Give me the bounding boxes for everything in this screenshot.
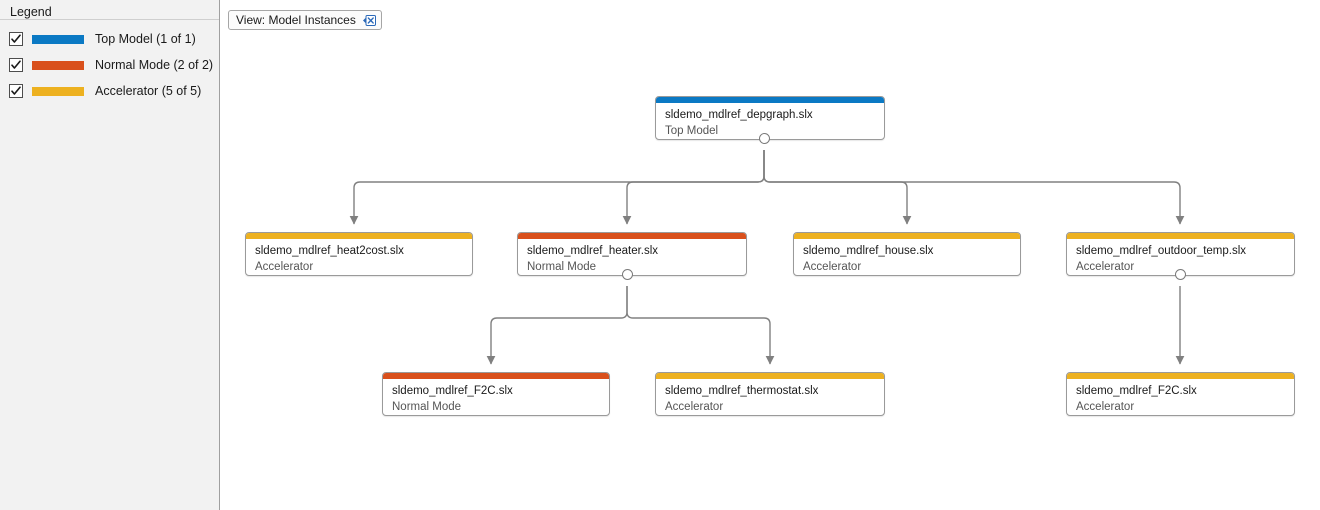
node-port-heater[interactable] (621, 269, 633, 280)
node-color-bar-accelerator (1067, 373, 1294, 379)
legend-item-normal-mode[interactable]: Normal Mode (2 of 2) (0, 52, 219, 78)
model-node-thermostat[interactable]: sldemo_mdlref_thermostat.slx Accelerator (655, 372, 885, 416)
node-port-depgraph[interactable] (758, 133, 770, 144)
checkbox-checked-icon[interactable] (9, 58, 23, 72)
node-mode: Accelerator (665, 401, 724, 413)
legend-swatch-accelerator (32, 86, 84, 96)
node-body: sldemo_mdlref_thermostat.slx Accelerator (656, 379, 884, 415)
node-name: sldemo_mdlref_heater.slx (527, 245, 659, 257)
node-body: sldemo_mdlref_F2C.slx Normal Mode (383, 379, 609, 415)
graph-canvas[interactable]: View: Model Instances (220, 0, 1320, 510)
legend-panel: Legend Top Model (1 of 1) Normal Mode (2… (0, 0, 220, 510)
node-name: sldemo_mdlref_F2C.slx (392, 385, 513, 397)
legend-list: Top Model (1 of 1) Normal Mode (2 of 2) … (0, 20, 219, 104)
node-color-bar-normal-mode (518, 233, 746, 239)
node-name: sldemo_mdlref_F2C.slx (1076, 385, 1197, 397)
legend-label-accelerator: Accelerator (5 of 5) (95, 84, 202, 98)
node-color-bar-accelerator (246, 233, 472, 239)
edge-heater-f2c (486, 286, 628, 365)
node-mode: Normal Mode (392, 401, 462, 413)
node-name: sldemo_mdlref_thermostat.slx (665, 385, 819, 397)
node-mode: Accelerator (803, 261, 862, 273)
node-color-bar-accelerator (794, 233, 1020, 239)
model-node-outdoor-temp[interactable]: sldemo_mdlref_outdoor_temp.slx Accelerat… (1066, 232, 1295, 276)
node-mode: Accelerator (255, 261, 314, 273)
close-icon[interactable] (362, 14, 376, 27)
node-body: sldemo_mdlref_depgraph.slx Top Model (656, 103, 884, 139)
node-port-outdoor-temp[interactable] (1174, 269, 1186, 280)
legend-item-top-model[interactable]: Top Model (1 of 1) (0, 26, 219, 52)
legend-title: Legend (0, 0, 219, 20)
node-body: sldemo_mdlref_house.slx Accelerator (794, 239, 1020, 275)
view-filter-chip-label: View: Model Instances (236, 13, 356, 27)
node-mode: Accelerator (1076, 261, 1135, 273)
node-body: sldemo_mdlref_heat2cost.slx Accelerator (246, 239, 472, 275)
node-body: sldemo_mdlref_outdoor_temp.slx Accelerat… (1067, 239, 1294, 275)
node-name: sldemo_mdlref_outdoor_temp.slx (1076, 245, 1247, 257)
model-node-heater[interactable]: sldemo_mdlref_heater.slx Normal Mode (517, 232, 747, 276)
node-name: sldemo_mdlref_depgraph.slx (665, 109, 813, 121)
node-name: sldemo_mdlref_heat2cost.slx (255, 245, 404, 257)
view-filter-chip[interactable]: View: Model Instances (228, 10, 382, 30)
model-node-f2c-accelerator[interactable]: sldemo_mdlref_F2C.slx Accelerator (1066, 372, 1295, 416)
legend-swatch-top-model (32, 34, 84, 44)
edge-depgraph-house (763, 150, 912, 225)
node-color-bar-top-model (656, 97, 884, 103)
legend-swatch-normal-mode (32, 60, 84, 70)
checkbox-checked-icon[interactable] (9, 32, 23, 46)
node-body: sldemo_mdlref_heater.slx Normal Mode (518, 239, 746, 275)
edge-depgraph-heater (622, 150, 765, 225)
edge-depgraph-heat2cost (349, 150, 765, 225)
node-mode: Top Model (665, 125, 719, 137)
node-body: sldemo_mdlref_F2C.slx Accelerator (1067, 379, 1294, 415)
node-mode: Accelerator (1076, 401, 1135, 413)
model-node-heat2cost[interactable]: sldemo_mdlref_heat2cost.slx Accelerator (245, 232, 473, 276)
model-node-f2c-normal[interactable]: sldemo_mdlref_F2C.slx Normal Mode (382, 372, 610, 416)
legend-label-top-model: Top Model (1 of 1) (95, 32, 196, 46)
node-mode: Normal Mode (527, 261, 597, 273)
checkbox-checked-icon[interactable] (9, 84, 23, 98)
node-color-bar-accelerator (1067, 233, 1294, 239)
node-name: sldemo_mdlref_house.slx (803, 245, 934, 257)
model-node-house[interactable]: sldemo_mdlref_house.slx Accelerator (793, 232, 1021, 276)
legend-item-accelerator[interactable]: Accelerator (5 of 5) (0, 78, 219, 104)
node-color-bar-normal-mode (383, 373, 609, 379)
edge-heater-thermostat (626, 286, 775, 365)
node-color-bar-accelerator (656, 373, 884, 379)
legend-label-normal-mode: Normal Mode (2 of 2) (95, 58, 214, 72)
model-node-depgraph[interactable]: sldemo_mdlref_depgraph.slx Top Model (655, 96, 885, 140)
edge-depgraph-outdoor-temp (763, 150, 1185, 225)
